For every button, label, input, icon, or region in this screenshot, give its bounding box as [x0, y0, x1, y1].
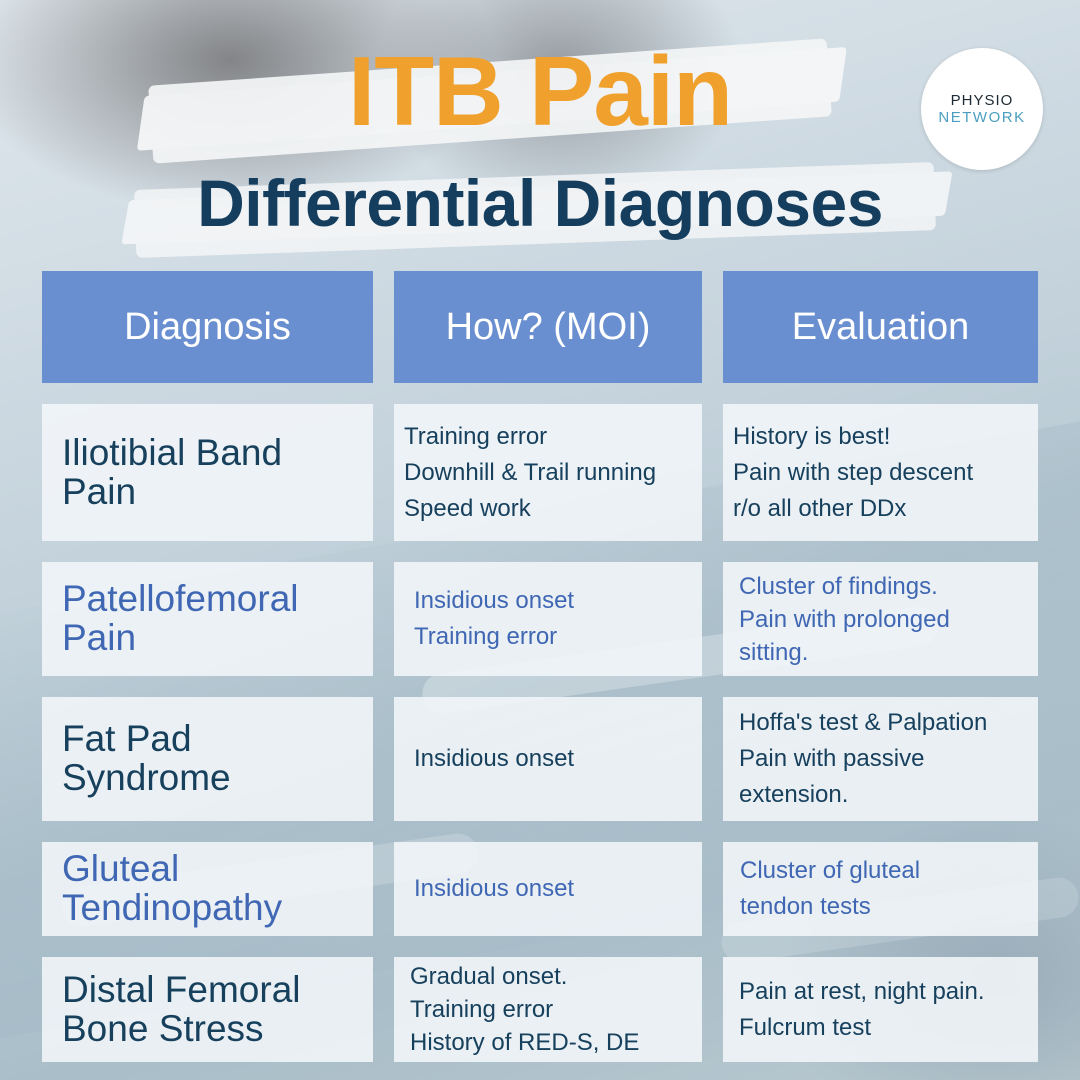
evaluation-line: Cluster of gluteal [740, 857, 921, 884]
evaluation-line: Pain with prolonged [739, 605, 950, 633]
moi-line: Insidious onset [414, 745, 575, 772]
evaluation-line: Fulcrum test [739, 1013, 872, 1041]
logo-text-line1: PHYSIO [950, 91, 1014, 109]
page-title: ITB Pain [347, 36, 733, 146]
row-5-diagnosis: Distal Femoral Bone Stress [42, 957, 373, 1062]
moi-line: Training error [414, 623, 558, 650]
evaluation-line: r/o all other DDx [733, 494, 907, 522]
row-3-diagnosis: Fat Pad Syndrome [42, 697, 373, 821]
evaluation-line: Pain with step descent [733, 458, 974, 486]
moi-line: History of RED-S, DE [410, 1029, 640, 1056]
row-3-moi: Insidious onset [394, 697, 702, 821]
evaluation-line: Pain with passive [739, 745, 925, 772]
evaluation-line: Cluster of findings. [739, 572, 938, 600]
diagnosis-line: Fat Pad [62, 718, 192, 760]
row-4-diagnosis: Gluteal Tendinopathy [42, 842, 373, 936]
header-moi: How? (MOI) [394, 271, 702, 383]
evaluation-line: extension. [739, 781, 849, 808]
row-3-evaluation: Hoffa's test & Palpation Pain with passi… [723, 697, 1038, 821]
diagnosis-line: Patellofemoral [62, 578, 299, 620]
moi-line: Insidious onset [414, 875, 575, 902]
moi-line: Training error [404, 422, 548, 450]
row-4-evaluation: Cluster of gluteal tendon tests [723, 842, 1038, 936]
diagnosis-line: Tendinopathy [62, 887, 283, 928]
diagnosis-line: Pain [62, 470, 137, 512]
diagnosis-line: Bone Stress [62, 1007, 264, 1049]
diagnosis-line: Syndrome [62, 757, 231, 798]
moi-line: Gradual onset. [410, 963, 568, 990]
physio-network-logo: PHYSIO NETWORK [921, 48, 1043, 170]
row-2-moi: Insidious onset Training error [394, 562, 702, 676]
evaluation-line: tendon tests [740, 893, 871, 920]
evaluation-line: Pain at rest, night pain. [739, 977, 985, 1005]
diagnosis-line: Iliotibial Band [62, 431, 283, 473]
diagnosis-line: Distal Femoral [62, 968, 301, 1010]
diagnosis-line: Gluteal [62, 848, 180, 890]
moi-line: Training error [410, 996, 554, 1023]
moi-line: Insidious onset [414, 587, 575, 614]
logo-text-line2: NETWORK [938, 109, 1026, 126]
row-1-moi: Training error Downhill & Trail running … [394, 404, 702, 541]
row-1-diagnosis: Iliotibial Band Pain [42, 404, 373, 541]
page-subtitle: Differential Diagnoses [197, 166, 883, 240]
evaluation-line: sitting. [739, 638, 809, 666]
row-5-moi: Gradual onset. Training error History of… [394, 957, 702, 1062]
row-1-evaluation: History is best! Pain with step descent … [723, 404, 1038, 541]
evaluation-line: History is best! [733, 422, 891, 450]
diagnosis-line: Pain [62, 617, 137, 658]
row-5-evaluation: Pain at rest, night pain. Fulcrum test [723, 957, 1038, 1062]
moi-line: Downhill & Trail running [404, 458, 657, 486]
evaluation-line: Hoffa's test & Palpation [739, 709, 988, 736]
header-diagnosis: Diagnosis [42, 271, 373, 383]
row-4-moi: Insidious onset [394, 842, 702, 936]
moi-line: Speed work [404, 494, 531, 522]
row-2-evaluation: Cluster of findings. Pain with prolonged… [723, 562, 1038, 676]
header-evaluation: Evaluation [723, 271, 1038, 383]
row-2-diagnosis: Patellofemoral Pain [42, 562, 373, 676]
